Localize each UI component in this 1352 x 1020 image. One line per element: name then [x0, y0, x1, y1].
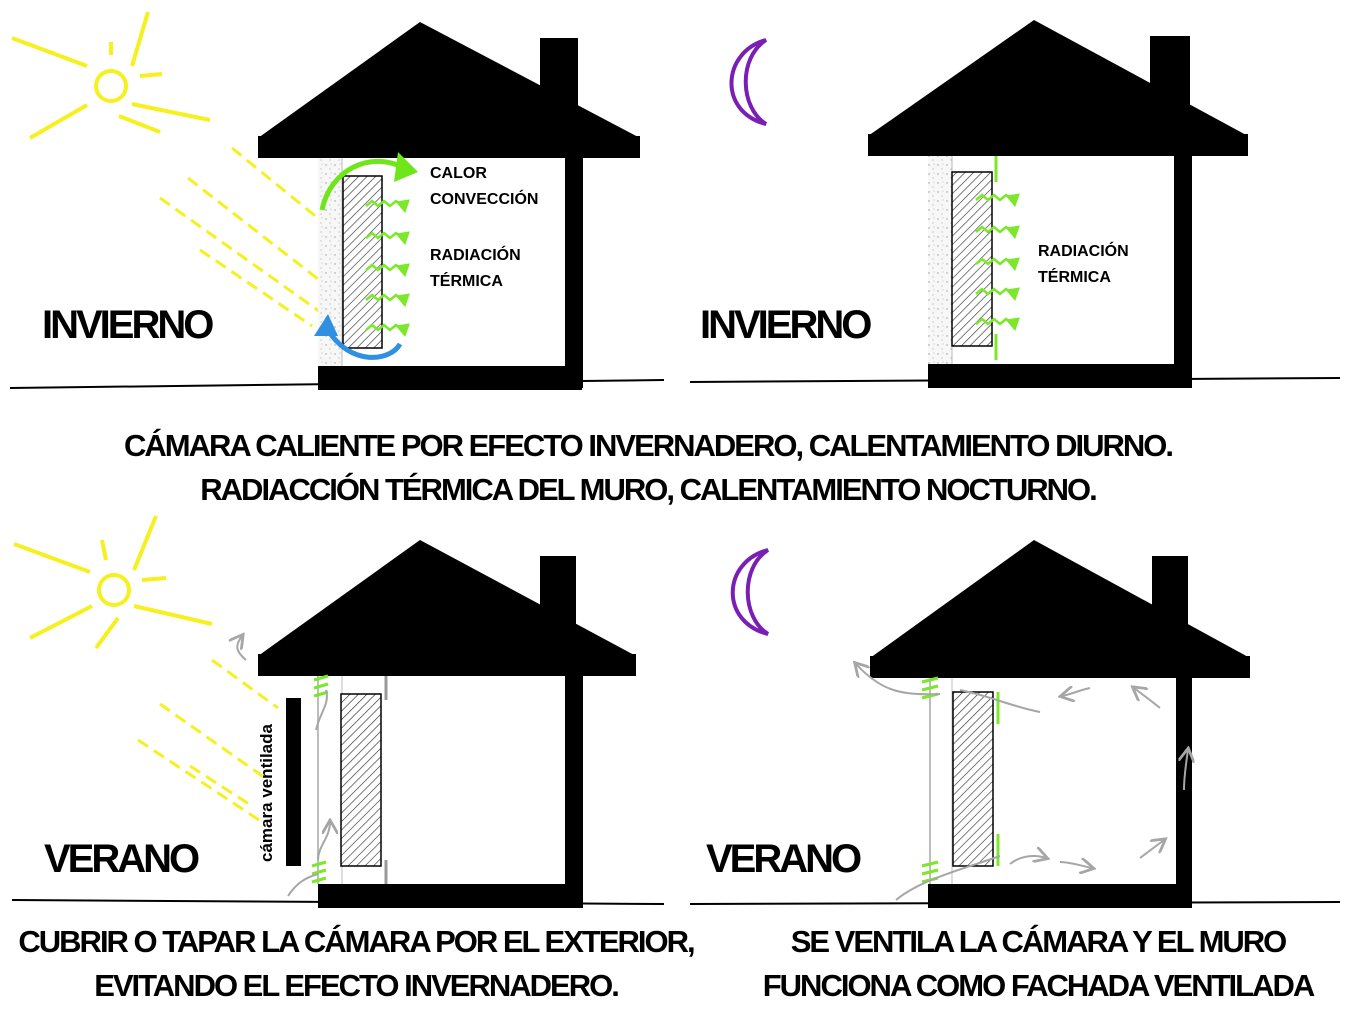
thermal-mass-wall [342, 175, 383, 349]
airflow-arrows [856, 664, 1188, 901]
ground-line [689, 377, 1341, 383]
thermal-mass-wall [340, 693, 382, 867]
ground-line [689, 901, 1341, 905]
thermal-mass-wall [951, 171, 993, 347]
convection-cold-arrowhead [314, 314, 338, 336]
sun-rays-dashed [137, 658, 279, 824]
convection-hot-arrow [319, 158, 406, 211]
caption-winter-line1: CÁMARA CALIENTE POR EFECTO INVERNADERO, … [124, 428, 1172, 463]
house [258, 540, 636, 908]
house [870, 540, 1250, 908]
label-calor: CALOR [430, 165, 487, 182]
caption-winter-line2: RADIACCIÓN TÉRMICA DEL MURO, CALENTAMIEN… [200, 471, 1096, 507]
panel-summer-day: cámara ventilada VERANO [11, 515, 665, 908]
label-termica: TÉRMICA [430, 271, 503, 290]
caption-summer-night-line2: FUNCIONA COMO FACHADA VENTILADA [763, 968, 1315, 1003]
season-label: INVIERNO [700, 303, 871, 347]
caption-summer-day-line2: EVITANDO EL EFECTO INVERNADERO. [94, 968, 618, 1003]
ground-line [9, 379, 665, 389]
sun-icon [13, 515, 213, 650]
convection-cold-arrow [325, 328, 403, 360]
season-label: INVIERNO [42, 303, 213, 347]
ground-line [11, 899, 665, 905]
moon-icon [729, 38, 768, 126]
convection-hot-arrowhead [394, 152, 418, 182]
radiation-arrows [975, 193, 1020, 332]
house [868, 20, 1248, 388]
label-termica: TÉRMICA [1038, 267, 1111, 286]
moon-icon [730, 548, 770, 636]
radiation-arrows [365, 199, 410, 338]
panel-winter-night: RADIACIÓN TÉRMICA INVIERNO [689, 20, 1341, 388]
panel-winter-day: CALOR CONVECCIÓN RADIACIÓN TÉRMICA INVIE… [9, 11, 665, 390]
label-radiacion: RADIACIÓN [1038, 241, 1129, 260]
label-radiacion: RADIACIÓN [430, 245, 521, 264]
season-label: VERANO [44, 837, 199, 881]
label-camara-ventilada: cámara ventilada [257, 723, 276, 862]
caption-summer-night-line1: SE VENTILA LA CÁMARA Y EL MURO [791, 924, 1286, 959]
sun-icon [11, 11, 211, 140]
panel-summer-night: VERANO [689, 540, 1341, 908]
season-label: VERANO [706, 837, 861, 881]
caption-summer-day-line1: CUBRIR O TAPAR LA CÁMARA POR EL EXTERIOR… [18, 924, 694, 959]
label-conveccion: CONVECCIÓN [430, 189, 538, 208]
airflow-arrows [237, 636, 330, 897]
thermal-mass-wall [952, 691, 994, 867]
sun-rays-dashed [159, 146, 346, 328]
external-shading-panel [286, 698, 301, 866]
